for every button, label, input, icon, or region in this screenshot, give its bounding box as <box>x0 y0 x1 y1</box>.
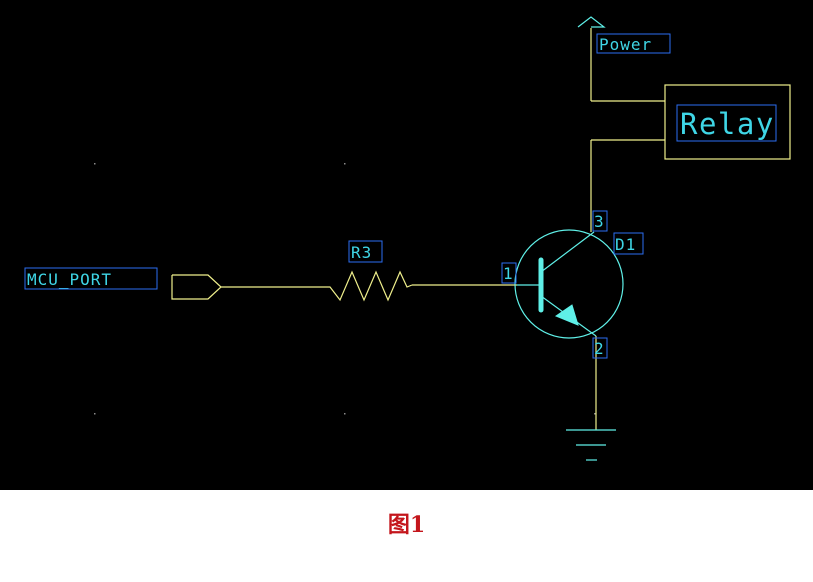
svg-text:D1: D1 <box>615 235 636 254</box>
resistor-r3 <box>318 270 413 302</box>
wires <box>221 28 665 430</box>
svg-text:MCU_PORT: MCU_PORT <box>27 270 112 289</box>
transistor-d1 <box>514 229 624 339</box>
figure-caption: 图1 <box>387 512 426 538</box>
svg-text:2: 2 <box>594 339 604 358</box>
svg-text:R3: R3 <box>351 243 372 262</box>
transistor-label: D1 <box>613 232 644 255</box>
pin-collector-label: 3 <box>592 210 608 232</box>
svg-text:1: 1 <box>503 264 513 283</box>
mcu-port-connector <box>171 274 222 300</box>
resistor-label: R3 <box>348 240 383 263</box>
power-symbol <box>577 16 606 28</box>
grid-dots <box>94 163 596 415</box>
pin-emitter-label: 2 <box>592 337 608 359</box>
schematic-canvas: Power Relay MCU_PORT R3 D1 1 <box>0 0 813 490</box>
svg-text:Power: Power <box>599 35 652 54</box>
relay-block: Relay <box>664 84 791 160</box>
ground-symbol <box>566 429 616 461</box>
svg-text:3: 3 <box>594 212 604 231</box>
schematic-svg: Power Relay MCU_PORT R3 D1 1 <box>24 16 791 461</box>
power-label: Power <box>596 33 671 54</box>
pin-base-label: 1 <box>501 262 517 284</box>
mcu-port-label: MCU_PORT <box>24 267 158 290</box>
svg-text:Relay: Relay <box>680 107 775 141</box>
